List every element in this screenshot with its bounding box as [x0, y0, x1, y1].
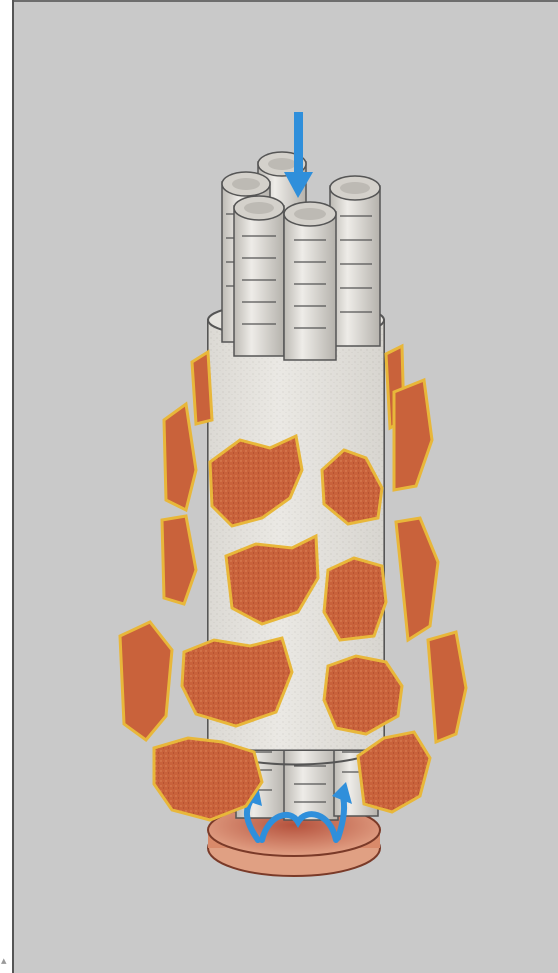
flake	[182, 638, 292, 726]
flake	[324, 558, 386, 640]
flake	[324, 656, 402, 734]
